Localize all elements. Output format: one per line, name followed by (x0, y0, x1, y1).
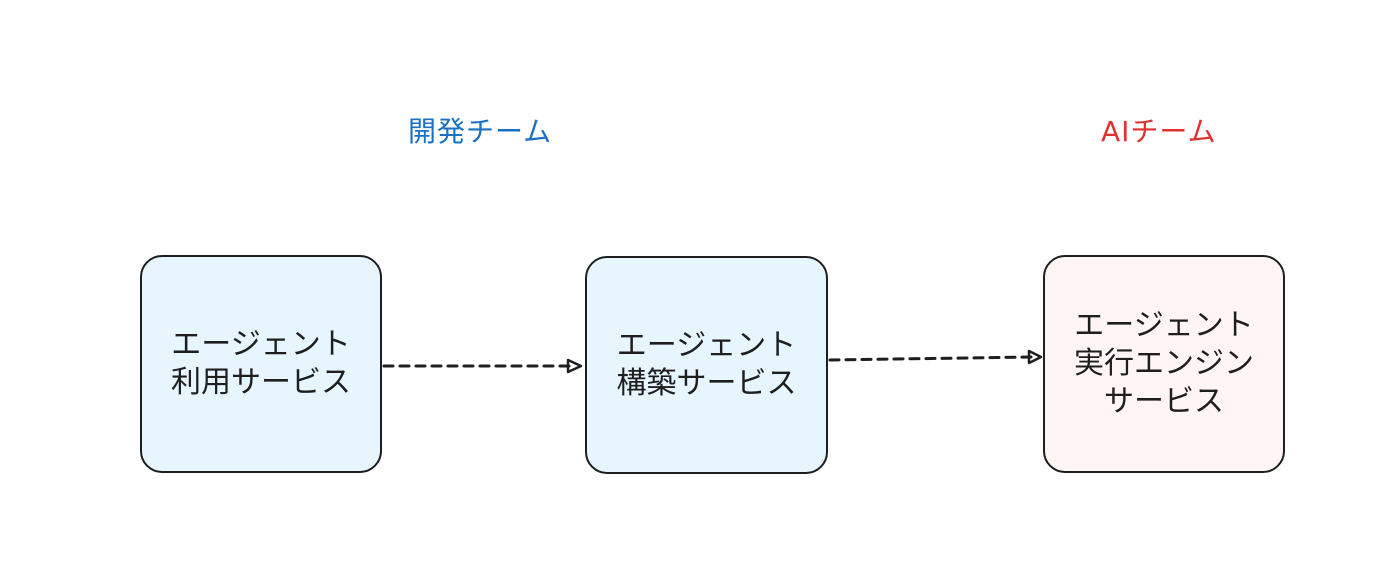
edge-build-to-engine (828, 355, 1033, 362)
arrowhead-usage-to-build (566, 358, 583, 374)
agent-usage-service-node: エージェント 利用サービス (140, 255, 382, 473)
node-text-line: エージェント (1074, 308, 1254, 343)
node-text-line: エージェント (616, 328, 797, 363)
node-text-line: サービス (1104, 384, 1224, 419)
arrowhead-build-to-engine (1027, 349, 1043, 365)
ai-team-label: AIチーム (1101, 115, 1217, 148)
agent-engine-service-node: エージェント 実行エンジン サービス (1043, 255, 1285, 473)
node-text-line: 構築サービス (616, 366, 797, 401)
node-text-line: エージェント (171, 327, 351, 362)
dev-team-label: 開発チーム (408, 115, 553, 148)
node-text-line: 実行エンジン (1074, 346, 1254, 381)
agent-build-service-node: エージェント 構築サービス (585, 256, 828, 474)
node-text-line: 利用サービス (171, 365, 351, 400)
